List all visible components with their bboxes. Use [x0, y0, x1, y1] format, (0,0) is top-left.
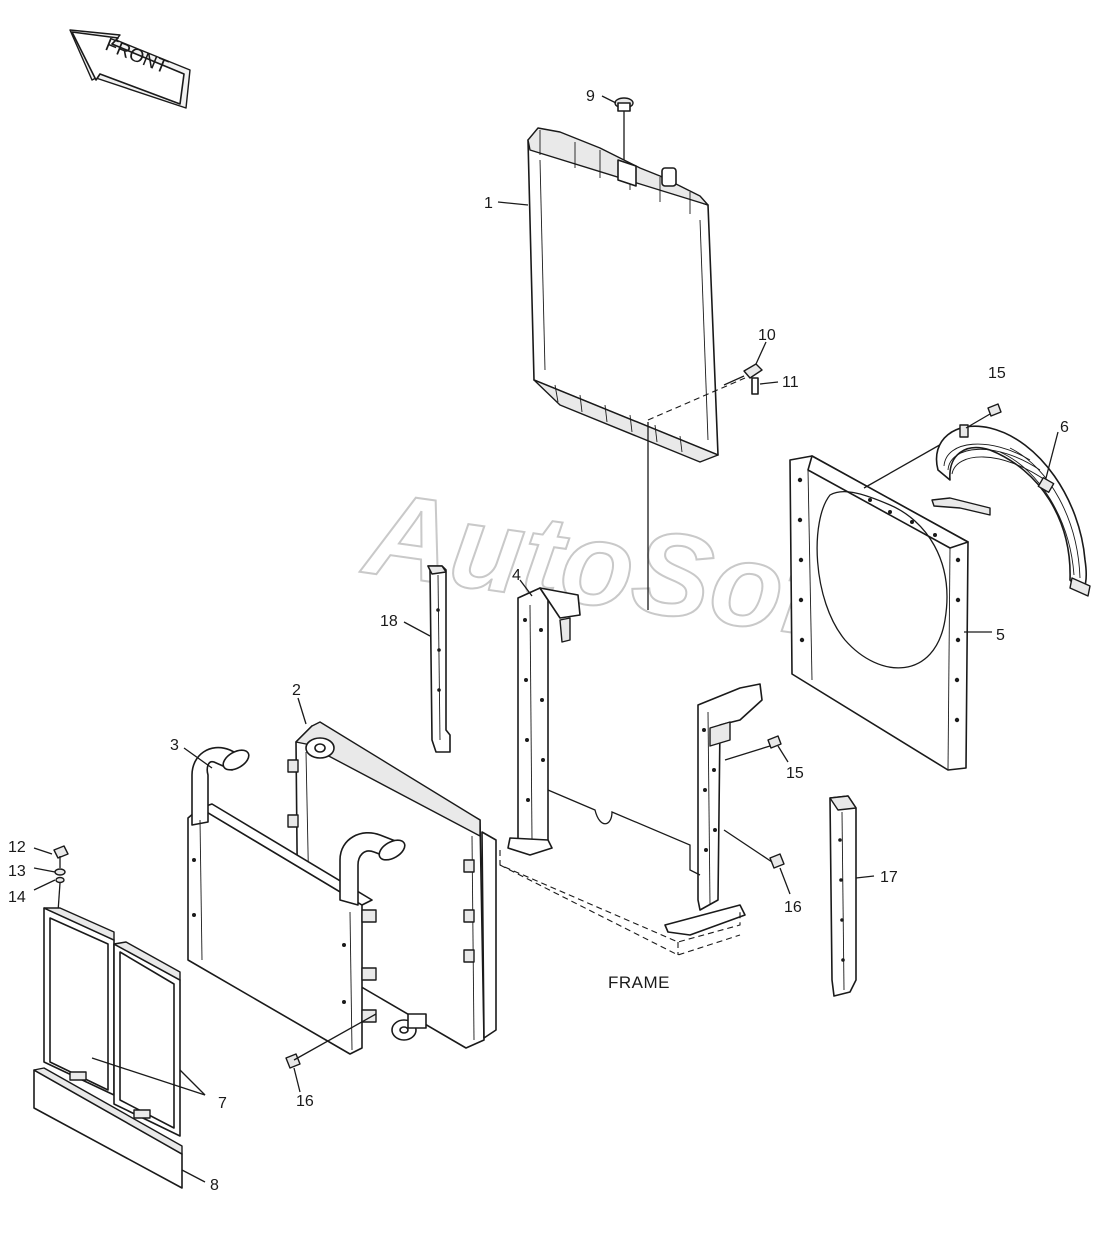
- callout-11: 11: [782, 374, 799, 391]
- callout-18: 18: [380, 613, 398, 630]
- callout-17: 17: [880, 869, 898, 886]
- callout-9: 9: [586, 88, 595, 105]
- leader-lines: [33, 95, 1059, 1093]
- callout-8: 8: [210, 1177, 219, 1194]
- bolt-lower-left: [285, 1013, 377, 1069]
- callout-6: 6: [1060, 419, 1069, 436]
- drain-valve: [723, 363, 763, 395]
- seal-strip-left: [427, 565, 451, 753]
- callout-16-right: 16: [784, 899, 802, 916]
- callout-15-upper: 15: [988, 365, 1006, 382]
- intercooler: [187, 746, 406, 1055]
- callout-13: 13: [8, 863, 26, 880]
- callout-12: 12: [8, 839, 26, 856]
- callout-4: 4: [512, 567, 521, 584]
- callout-14: 14: [8, 889, 26, 906]
- callout-10: 10: [758, 327, 776, 344]
- frame-outline: [499, 850, 741, 956]
- callout-3: 3: [170, 737, 179, 754]
- fan-shroud: [789, 429, 969, 771]
- radiator: [527, 127, 746, 463]
- callout-1: 1: [484, 195, 493, 212]
- mounting-bracket: [507, 587, 763, 936]
- callout-15-lower: 15: [786, 765, 804, 782]
- callout-16-left: 16: [296, 1093, 314, 1110]
- insect-screen: [43, 907, 206, 1137]
- callout-2: 2: [292, 682, 301, 699]
- fan-guard: [931, 424, 1091, 597]
- callout-labels: 1 2 3 4 5 6 7 8 9 10 11 12 13 14 15 15 1…: [8, 88, 1069, 1194]
- fastener-set: [53, 845, 69, 913]
- seal-strip-right: [829, 795, 857, 997]
- bolt-middle: [724, 735, 782, 761]
- cover-plate: [33, 1067, 206, 1189]
- callout-7: 7: [218, 1095, 227, 1112]
- front-arrow: FRONT: [69, 29, 191, 109]
- radiator-cap: [614, 97, 634, 160]
- frame-label: FRAME: [608, 973, 670, 992]
- bolt-upper: [965, 403, 1002, 429]
- callout-5: 5: [996, 627, 1005, 644]
- bolt-lower-right: [723, 829, 785, 869]
